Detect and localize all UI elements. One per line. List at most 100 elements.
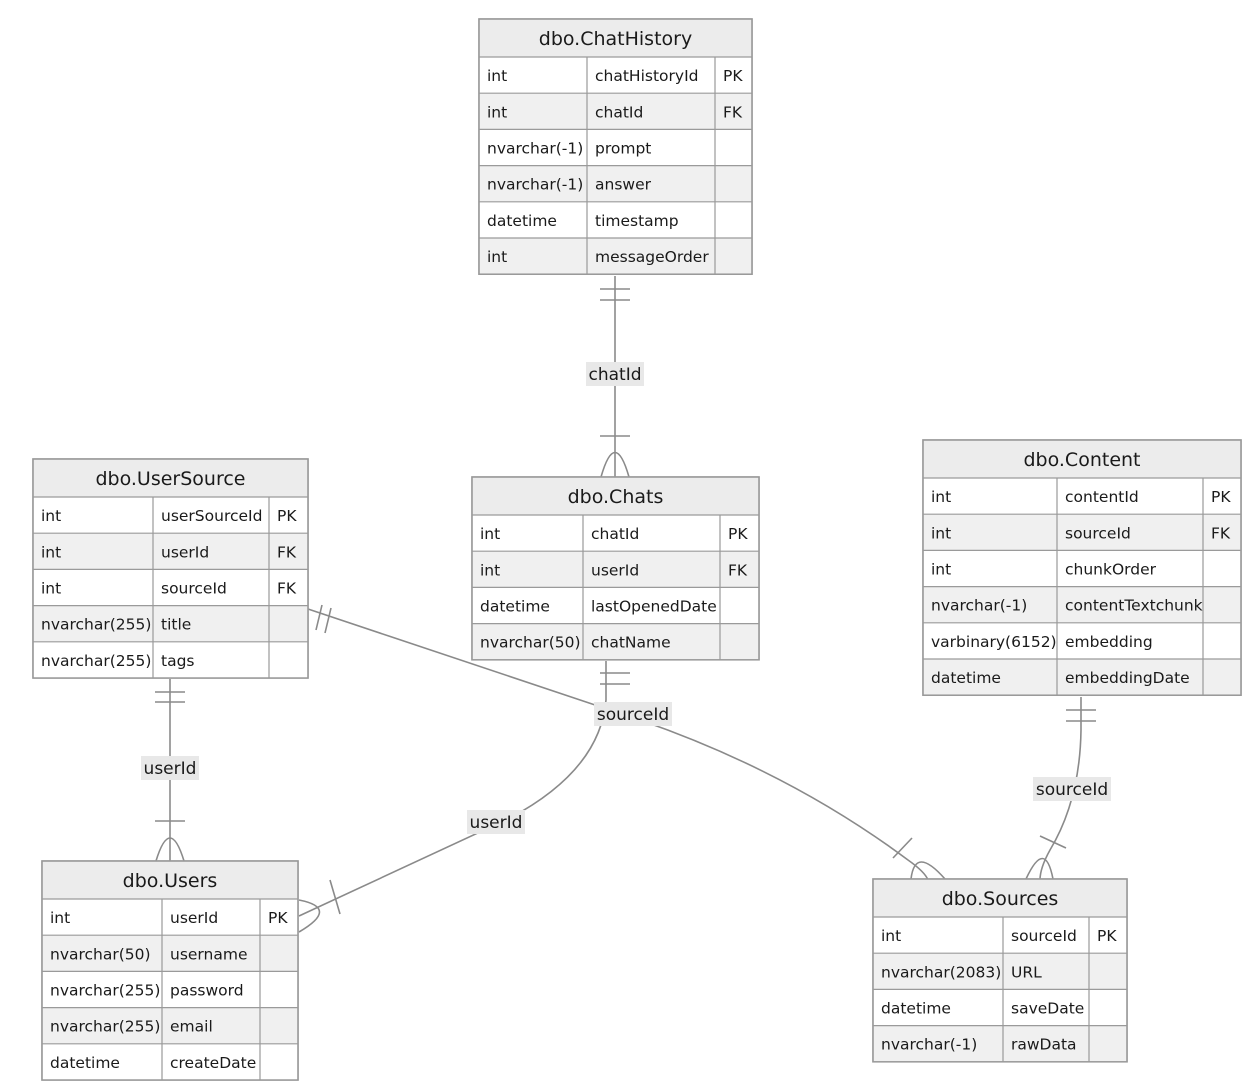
attribute-key: FK bbox=[277, 580, 297, 598]
crow-foot-many-marker bbox=[892, 837, 946, 880]
crow-foot-many-marker bbox=[298, 879, 341, 933]
attribute-type: int bbox=[931, 561, 951, 579]
attribute-type: nvarchar(-1) bbox=[487, 176, 583, 194]
attribute-key: FK bbox=[723, 103, 743, 121]
attribute-name: timestamp bbox=[595, 212, 679, 230]
attribute-row bbox=[33, 605, 308, 642]
attribute-name: contentTextchunk bbox=[1065, 597, 1203, 615]
attribute-name: messageOrder bbox=[595, 248, 709, 266]
edge-label: sourceId bbox=[597, 705, 669, 725]
attribute-type: int bbox=[931, 488, 951, 506]
entity-title: dbo.Sources bbox=[942, 888, 1059, 910]
attribute-type: int bbox=[41, 543, 61, 561]
attribute-row bbox=[472, 623, 759, 660]
crow-foot-many-marker bbox=[155, 820, 185, 862]
attribute-key: FK bbox=[277, 543, 297, 561]
attribute-name: chatId bbox=[591, 525, 639, 543]
attribute-key: FK bbox=[728, 561, 748, 579]
attribute-row bbox=[479, 129, 752, 166]
entity-header bbox=[479, 19, 752, 57]
attribute-row bbox=[42, 1007, 298, 1044]
attribute-row bbox=[873, 1025, 1127, 1062]
attribute-type: datetime bbox=[480, 598, 550, 616]
attribute-row bbox=[923, 478, 1241, 515]
attribute-name: chatId bbox=[595, 103, 643, 121]
one-only-marker bbox=[1066, 709, 1096, 722]
attribute-type: int bbox=[480, 561, 500, 579]
attribute-row bbox=[923, 550, 1241, 587]
attribute-name: sourceId bbox=[1011, 927, 1077, 945]
attribute-type: datetime bbox=[881, 1000, 951, 1018]
entity-title: dbo.ChatHistory bbox=[539, 28, 692, 50]
attribute-row bbox=[923, 514, 1241, 551]
attribute-row bbox=[42, 899, 298, 936]
entity-header bbox=[33, 459, 308, 497]
attribute-row bbox=[873, 989, 1127, 1026]
attribute-name: userSourceId bbox=[161, 507, 262, 525]
attribute-name: chunkOrder bbox=[1065, 561, 1157, 579]
attribute-row bbox=[479, 93, 752, 130]
entity-header bbox=[42, 861, 298, 899]
attribute-row bbox=[42, 971, 298, 1008]
attribute-name: prompt bbox=[595, 140, 651, 158]
one-only-marker bbox=[600, 672, 630, 685]
attribute-name: username bbox=[170, 945, 248, 963]
entity-header bbox=[923, 440, 1241, 478]
relationship-markers bbox=[155, 288, 1096, 933]
attribute-name: chatName bbox=[591, 634, 671, 652]
attribute-type: int bbox=[931, 524, 951, 542]
crow-foot-many-marker bbox=[1025, 835, 1067, 880]
attribute-type: nvarchar(255) bbox=[50, 982, 160, 1000]
attribute-row bbox=[33, 569, 308, 606]
attribute-name: title bbox=[161, 616, 191, 634]
attribute-row bbox=[33, 533, 308, 570]
attribute-name: embedding bbox=[1065, 633, 1153, 651]
attribute-type: int bbox=[50, 909, 70, 927]
edge-label: sourceId bbox=[1036, 780, 1108, 800]
entity-title: dbo.Content bbox=[1023, 449, 1140, 471]
attribute-name: saveDate bbox=[1011, 1000, 1084, 1018]
attribute-row bbox=[42, 935, 298, 972]
entity-title: dbo.Chats bbox=[568, 486, 664, 508]
attribute-row bbox=[472, 587, 759, 624]
attribute-key: PK bbox=[728, 525, 748, 543]
attribute-type: int bbox=[487, 103, 507, 121]
attribute-type: int bbox=[41, 507, 61, 525]
attribute-row bbox=[33, 641, 308, 678]
attribute-key: PK bbox=[268, 909, 288, 927]
attribute-name: sourceId bbox=[1065, 524, 1131, 542]
attribute-row bbox=[479, 238, 752, 275]
attribute-row bbox=[923, 622, 1241, 659]
attribute-type: int bbox=[487, 67, 507, 85]
attribute-name: answer bbox=[595, 176, 652, 194]
edge-sources-usersource bbox=[307, 608, 929, 881]
attribute-type: nvarchar(255) bbox=[50, 1018, 160, 1036]
entity-header bbox=[873, 879, 1127, 917]
edge-label: userId bbox=[470, 813, 523, 833]
attribute-row bbox=[479, 165, 752, 202]
edge-label: chatId bbox=[588, 365, 641, 385]
entity-title: dbo.UserSource bbox=[95, 468, 245, 490]
entity-title: dbo.Users bbox=[123, 870, 218, 892]
attribute-key: PK bbox=[723, 67, 743, 85]
attribute-type: nvarchar(2083) bbox=[881, 963, 1001, 981]
attribute-name: rawData bbox=[1011, 1036, 1077, 1054]
attribute-name: createDate bbox=[170, 1054, 256, 1072]
attribute-type: nvarchar(255) bbox=[41, 616, 151, 634]
attribute-row bbox=[479, 201, 752, 238]
attribute-row bbox=[923, 659, 1241, 696]
attribute-type: nvarchar(-1) bbox=[931, 597, 1027, 615]
attribute-row bbox=[472, 551, 759, 588]
attribute-name: email bbox=[170, 1018, 213, 1036]
attribute-type: int bbox=[881, 927, 901, 945]
attribute-row bbox=[42, 1043, 298, 1080]
attribute-row bbox=[479, 57, 752, 94]
attribute-type: varbinary(6152) bbox=[931, 633, 1057, 651]
